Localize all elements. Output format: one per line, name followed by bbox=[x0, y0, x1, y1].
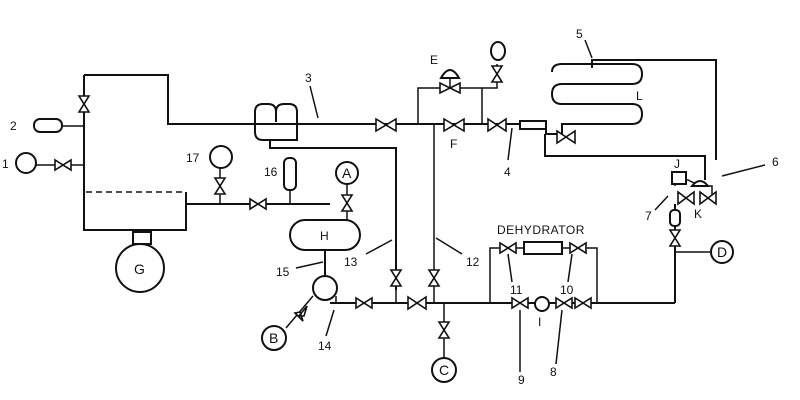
label-1: 1 bbox=[2, 157, 9, 171]
label-d: D bbox=[717, 244, 727, 260]
valve-condenser[interactable] bbox=[556, 129, 576, 145]
label-9: 9 bbox=[518, 373, 525, 387]
dehydrator-body bbox=[523, 241, 563, 255]
e-regulator bbox=[439, 69, 461, 79]
leader-12 bbox=[435, 237, 463, 255]
valve-8[interactable] bbox=[555, 296, 573, 310]
valve-9[interactable] bbox=[511, 296, 529, 310]
label-g: G bbox=[134, 261, 145, 277]
valve-top-4[interactable] bbox=[487, 117, 507, 133]
valve-h-feed[interactable] bbox=[249, 197, 267, 211]
gauge-17 bbox=[209, 145, 233, 169]
condenser-outlet bbox=[544, 134, 706, 180]
valve-k-dome[interactable] bbox=[689, 180, 711, 187]
label-5: 5 bbox=[576, 27, 583, 41]
label-b: B bbox=[269, 330, 278, 346]
label-8: 8 bbox=[550, 365, 557, 379]
valve-top-1[interactable] bbox=[375, 117, 397, 133]
leader-15 bbox=[295, 261, 324, 269]
label-16: 16 bbox=[264, 165, 278, 179]
label-10: 10 bbox=[560, 283, 574, 297]
valve-17[interactable] bbox=[213, 177, 227, 195]
gauge-top bbox=[490, 41, 506, 61]
label-2: 2 bbox=[10, 119, 17, 133]
valve-c[interactable] bbox=[437, 321, 451, 339]
label-i: I bbox=[538, 315, 541, 329]
valve-11[interactable] bbox=[499, 241, 517, 255]
leader-8 bbox=[555, 309, 563, 365]
label-13: 13 bbox=[344, 255, 358, 269]
gauge-1 bbox=[15, 152, 37, 174]
label-dehydrator: DEHYDRATOR bbox=[497, 223, 585, 237]
valve-e[interactable] bbox=[439, 81, 461, 95]
leader-7 bbox=[654, 195, 669, 211]
leader-4 bbox=[507, 127, 513, 161]
valve-10[interactable] bbox=[569, 241, 587, 255]
label-11: 11 bbox=[510, 283, 523, 297]
valve-gauge-top[interactable] bbox=[490, 65, 504, 83]
valve-k-pair[interactable] bbox=[677, 190, 717, 206]
valve-a[interactable] bbox=[340, 194, 354, 212]
item-16-cylinder bbox=[283, 157, 297, 191]
label-14: 14 bbox=[318, 339, 332, 353]
tank-outline bbox=[84, 74, 330, 125]
filter-i bbox=[534, 296, 550, 312]
valve-b[interactable] bbox=[293, 305, 308, 322]
leader-3 bbox=[309, 85, 319, 119]
tank-left-wall bbox=[83, 75, 187, 231]
valve-13[interactable] bbox=[389, 269, 403, 287]
label-k: K bbox=[694, 207, 702, 221]
receiver-g-neck bbox=[132, 231, 152, 245]
valve-tank-top[interactable] bbox=[77, 95, 91, 113]
dehydrator-bypass bbox=[489, 247, 598, 303]
connection-d bbox=[710, 240, 734, 264]
connection-a bbox=[335, 161, 359, 185]
label-4: 4 bbox=[504, 165, 511, 179]
label-6: 6 bbox=[772, 155, 779, 169]
coil-3 bbox=[254, 103, 298, 141]
label-7: 7 bbox=[645, 209, 652, 223]
sight-glass-7 bbox=[669, 209, 681, 227]
label-15: 15 bbox=[276, 265, 290, 279]
label-f: F bbox=[450, 137, 457, 151]
pump-15 bbox=[312, 275, 338, 301]
valve-bottom-1[interactable] bbox=[355, 296, 373, 310]
receiver-g bbox=[115, 243, 165, 293]
condenser-l bbox=[545, 63, 644, 135]
leader-13 bbox=[365, 239, 393, 255]
leader-6 bbox=[721, 164, 766, 177]
leader-14 bbox=[325, 309, 335, 337]
valve-8b[interactable] bbox=[574, 296, 592, 310]
leader-11 bbox=[507, 253, 513, 283]
leader-10 bbox=[567, 253, 573, 283]
valve-jk-down[interactable] bbox=[668, 229, 682, 247]
label-h: H bbox=[320, 229, 329, 243]
valve-j-body[interactable] bbox=[671, 171, 687, 185]
connection-c bbox=[431, 357, 457, 383]
connection-b bbox=[261, 325, 287, 351]
valve-gauge-1[interactable] bbox=[54, 158, 72, 172]
label-j: J bbox=[674, 157, 680, 171]
condenser-outer bbox=[591, 59, 717, 160]
valve-bottom-2[interactable] bbox=[407, 295, 427, 311]
valve-12[interactable] bbox=[427, 269, 441, 287]
label-17: 17 bbox=[186, 151, 200, 165]
label-e: E bbox=[430, 53, 438, 67]
item-2-cylinder bbox=[33, 118, 63, 133]
strainer-4 bbox=[519, 120, 547, 130]
label-c: C bbox=[439, 362, 449, 378]
label-3: 3 bbox=[305, 71, 312, 85]
label-12: 12 bbox=[466, 255, 480, 269]
valve-f[interactable] bbox=[443, 117, 465, 133]
leader-5 bbox=[584, 39, 593, 59]
e-bypass bbox=[417, 87, 483, 124]
label-a: A bbox=[342, 165, 352, 181]
label-l: L bbox=[636, 89, 643, 103]
